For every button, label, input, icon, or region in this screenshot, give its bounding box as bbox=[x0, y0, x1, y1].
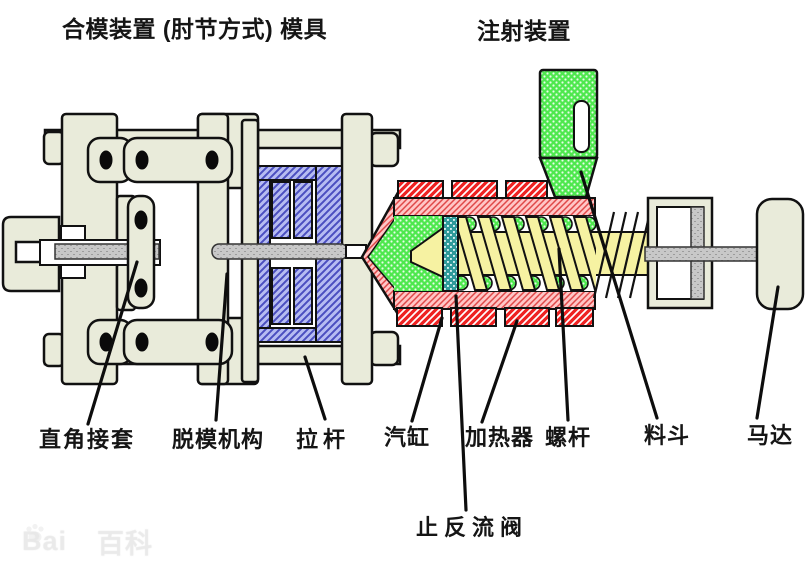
motor-disc bbox=[755, 197, 805, 311]
heater-band bbox=[505, 180, 548, 200]
leader-motor bbox=[755, 285, 780, 420]
hopper-slot bbox=[573, 100, 590, 153]
toggle-pin bbox=[99, 150, 113, 170]
label-screw: 螺杆 bbox=[545, 425, 592, 450]
screw-flight bbox=[457, 216, 489, 291]
ejector-rod bbox=[211, 243, 349, 260]
label-ejector-mechanism: 脱模机构 bbox=[172, 427, 265, 452]
toggle-pin bbox=[135, 150, 149, 170]
heater-band bbox=[451, 180, 498, 200]
toggle-pin bbox=[134, 210, 148, 230]
leader-tie-bar bbox=[303, 355, 327, 421]
ejector-block bbox=[293, 267, 313, 325]
toggle-link bbox=[122, 318, 234, 366]
barrel-wall-top bbox=[393, 197, 596, 217]
label-cylinder: 汽缸 bbox=[384, 425, 431, 450]
label-motor: 马达 bbox=[747, 423, 794, 448]
leader-lines bbox=[86, 170, 780, 512]
leader-check-valve bbox=[454, 294, 468, 512]
clamping-unit-title: 合模装置 (肘节方式) 模具 bbox=[62, 16, 328, 42]
screw-flights bbox=[457, 216, 596, 291]
leader-cylinder bbox=[410, 316, 444, 423]
toggle-link bbox=[122, 136, 234, 184]
screw-shank-spline bbox=[592, 211, 652, 299]
toggle-pin bbox=[99, 332, 113, 352]
label-hopper: 料斗 bbox=[644, 423, 691, 448]
ejector-block bbox=[271, 181, 291, 239]
machine-foot bbox=[368, 131, 400, 168]
hopper-funnel bbox=[538, 156, 599, 199]
toggle-pins bbox=[99, 150, 219, 352]
heater-band bbox=[450, 307, 497, 327]
toggle-pin bbox=[205, 332, 219, 352]
watermark: Bai 百科 bbox=[22, 522, 153, 561]
toggle-pin bbox=[205, 150, 219, 170]
screw-flight bbox=[572, 216, 596, 291]
paw-icon bbox=[26, 523, 95, 555]
injection-unit-title: 注射装置 bbox=[477, 18, 571, 44]
ejector-block bbox=[271, 267, 291, 325]
label-heater: 加热器 bbox=[465, 425, 535, 450]
label-check-valve: 止反流阀 bbox=[416, 515, 529, 540]
rear-support-bracket bbox=[1, 215, 61, 293]
check-ring bbox=[442, 215, 459, 292]
clamping-unit bbox=[1, 112, 402, 386]
heater-band bbox=[555, 307, 594, 327]
toggle-pin bbox=[134, 278, 148, 298]
barrel-wall-bottom bbox=[393, 290, 596, 310]
leader-screw bbox=[557, 247, 570, 422]
watermark-suffix: 百科 bbox=[97, 529, 154, 559]
leader-right-angle-socket bbox=[86, 260, 139, 426]
leader-hopper bbox=[579, 170, 659, 420]
injection-unit bbox=[360, 68, 805, 327]
label-right-angle-socket: 直角接套 bbox=[39, 427, 136, 452]
heater-band bbox=[397, 180, 444, 200]
leader-ejector-mechanism bbox=[214, 272, 229, 422]
screw-flight bbox=[524, 216, 561, 291]
screw-flight bbox=[500, 216, 537, 291]
toggle-center-link bbox=[126, 194, 156, 310]
leader-heater bbox=[480, 319, 519, 424]
mold bbox=[211, 165, 367, 343]
machine-foot bbox=[368, 330, 400, 367]
ejector-block bbox=[293, 181, 313, 239]
screw-flight bbox=[476, 216, 513, 291]
toggle-pin bbox=[135, 332, 149, 352]
drive-shaft bbox=[644, 246, 760, 262]
label-tie-bar: 拉杆 bbox=[296, 427, 351, 452]
heater-band bbox=[396, 307, 443, 327]
heater-band bbox=[504, 307, 550, 327]
screw-flight bbox=[548, 216, 585, 291]
